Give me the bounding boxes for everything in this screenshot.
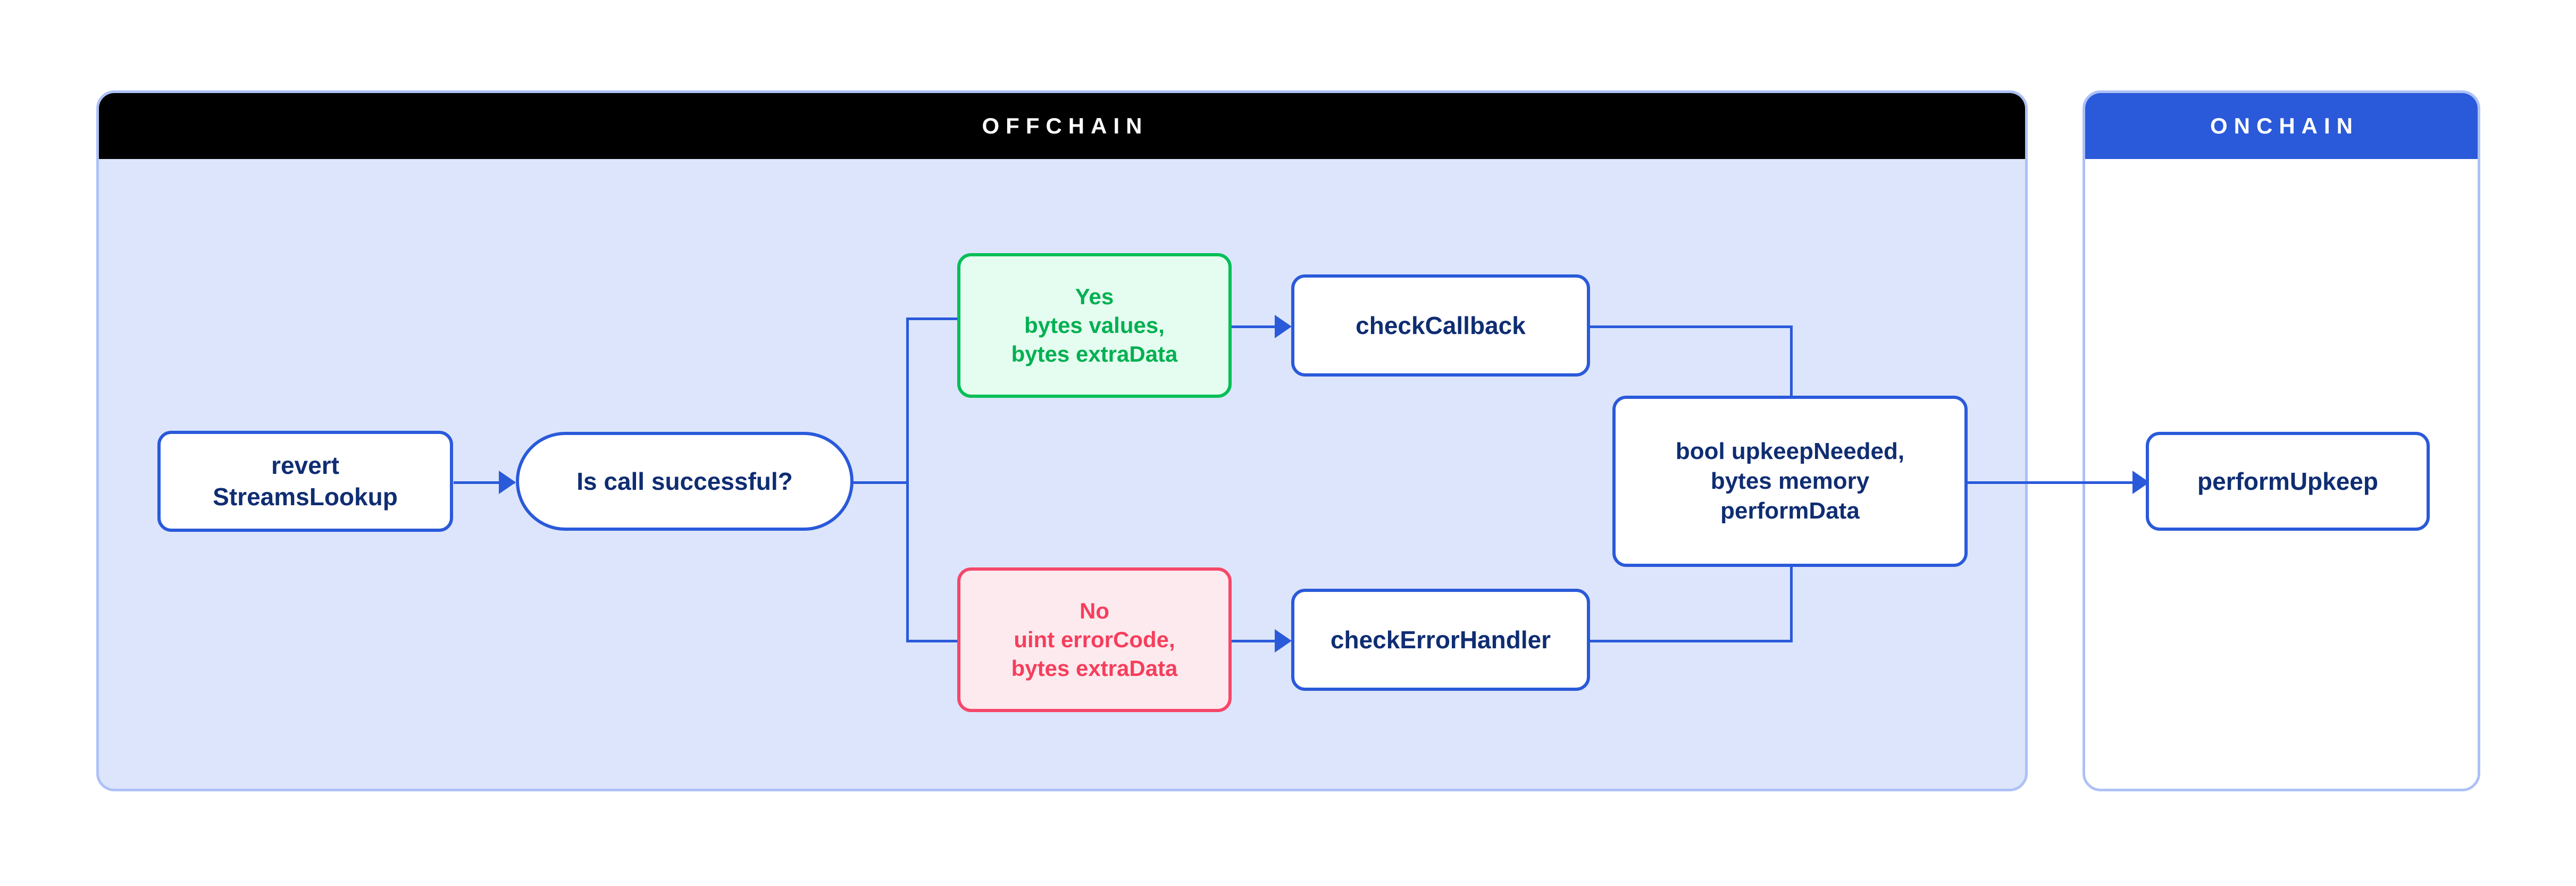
edge-yes-to-checkcallback-line bbox=[1231, 325, 1289, 328]
onchain-panel-header: ONCHAIN bbox=[2085, 93, 2478, 159]
edge-decision-to-yes-line bbox=[906, 317, 960, 320]
node-is-call-successful[interactable]: Is call successful? bbox=[516, 432, 854, 531]
edge-revert-to-decision-line bbox=[454, 481, 515, 484]
edge-revert-to-decision-arrowhead bbox=[499, 471, 516, 494]
edge-upkeep-to-performupkeep-line bbox=[1968, 481, 2151, 484]
edge-errorhandler-to-upkeep-horizontal bbox=[1590, 640, 1793, 642]
node-yes-branch[interactable]: Yes bytes values, bytes extraData bbox=[957, 253, 1232, 398]
edge-decision-to-no-line bbox=[906, 640, 960, 642]
edge-checkcallback-to-upkeep-vertical bbox=[1790, 325, 1793, 398]
edge-decision-split-trunk bbox=[906, 317, 909, 642]
node-performupkeep[interactable]: performUpkeep bbox=[2146, 432, 2430, 531]
node-checkerrorhandler[interactable]: checkErrorHandler bbox=[1291, 589, 1590, 691]
node-bool-upkeepneeded[interactable]: bool upkeepNeeded, bytes memory performD… bbox=[1612, 396, 1968, 567]
edge-errorhandler-to-upkeep-vertical bbox=[1790, 566, 1793, 642]
offchain-panel-header: OFFCHAIN bbox=[99, 93, 2025, 159]
edge-yes-to-checkcallback-arrowhead bbox=[1275, 315, 1292, 338]
node-no-branch[interactable]: No uint errorCode, bytes extraData bbox=[957, 567, 1232, 712]
edge-no-to-errorhandler-arrowhead bbox=[1275, 629, 1292, 653]
edge-decision-split-stub bbox=[853, 481, 909, 484]
node-revert-streamslookup[interactable]: revert StreamsLookup bbox=[157, 431, 453, 532]
node-checkcallback[interactable]: checkCallback bbox=[1291, 274, 1590, 377]
edge-checkcallback-to-upkeep-horizontal bbox=[1590, 325, 1793, 328]
edge-no-to-errorhandler-line bbox=[1231, 640, 1289, 642]
